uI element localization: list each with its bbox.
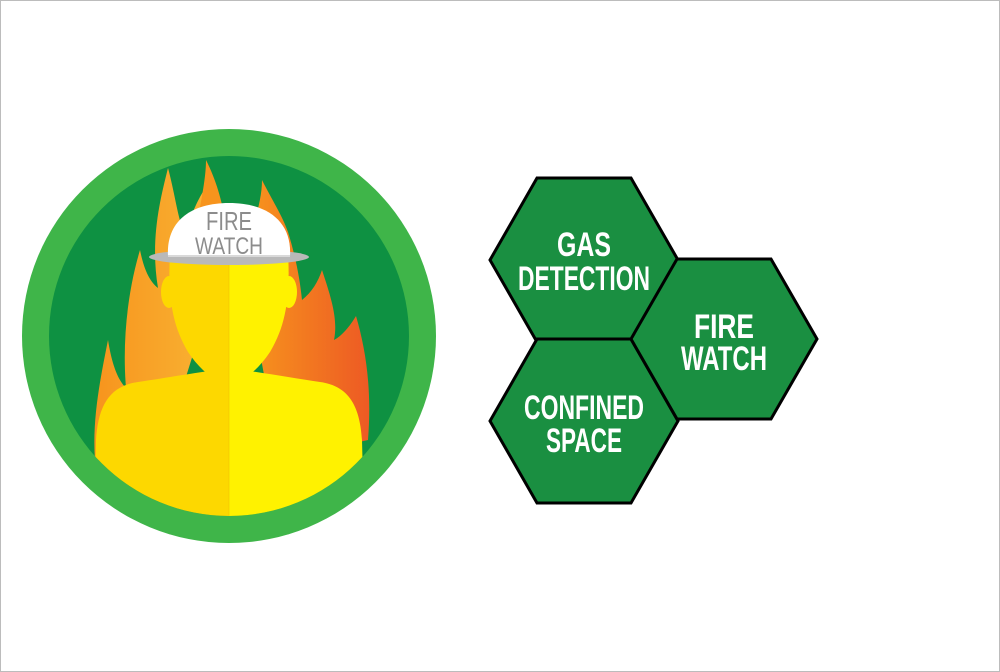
hexagon-fire-watch-line1: FIRE <box>694 308 754 346</box>
worker-figure-icon <box>94 252 364 516</box>
hexagon-gas-detection: GAS DETECTION <box>488 176 680 344</box>
hexagon-fire-watch-line2: WATCH <box>681 340 767 378</box>
helmet-text-line2: WATCH <box>195 233 263 260</box>
hexagon-confined-space-line2: SPACE <box>546 422 622 460</box>
hard-hat-icon: FIRE WATCH <box>149 203 309 265</box>
hexagon-gas-detection-line1: GAS <box>557 226 611 264</box>
fire-watch-badge: FIRE WATCH <box>22 129 436 543</box>
service-hexagons: GAS DETECTION CONFINED SPACE FIRE WATCH <box>488 176 819 505</box>
hexagon-confined-space: CONFINED SPACE <box>488 337 680 505</box>
helmet-text-line1: FIRE <box>206 206 252 236</box>
hexagon-gas-detection-line2: DETECTION <box>518 260 650 298</box>
hexagon-fire-watch: FIRE WATCH <box>629 257 819 421</box>
hexagon-confined-space-line1: CONFINED <box>524 389 644 427</box>
